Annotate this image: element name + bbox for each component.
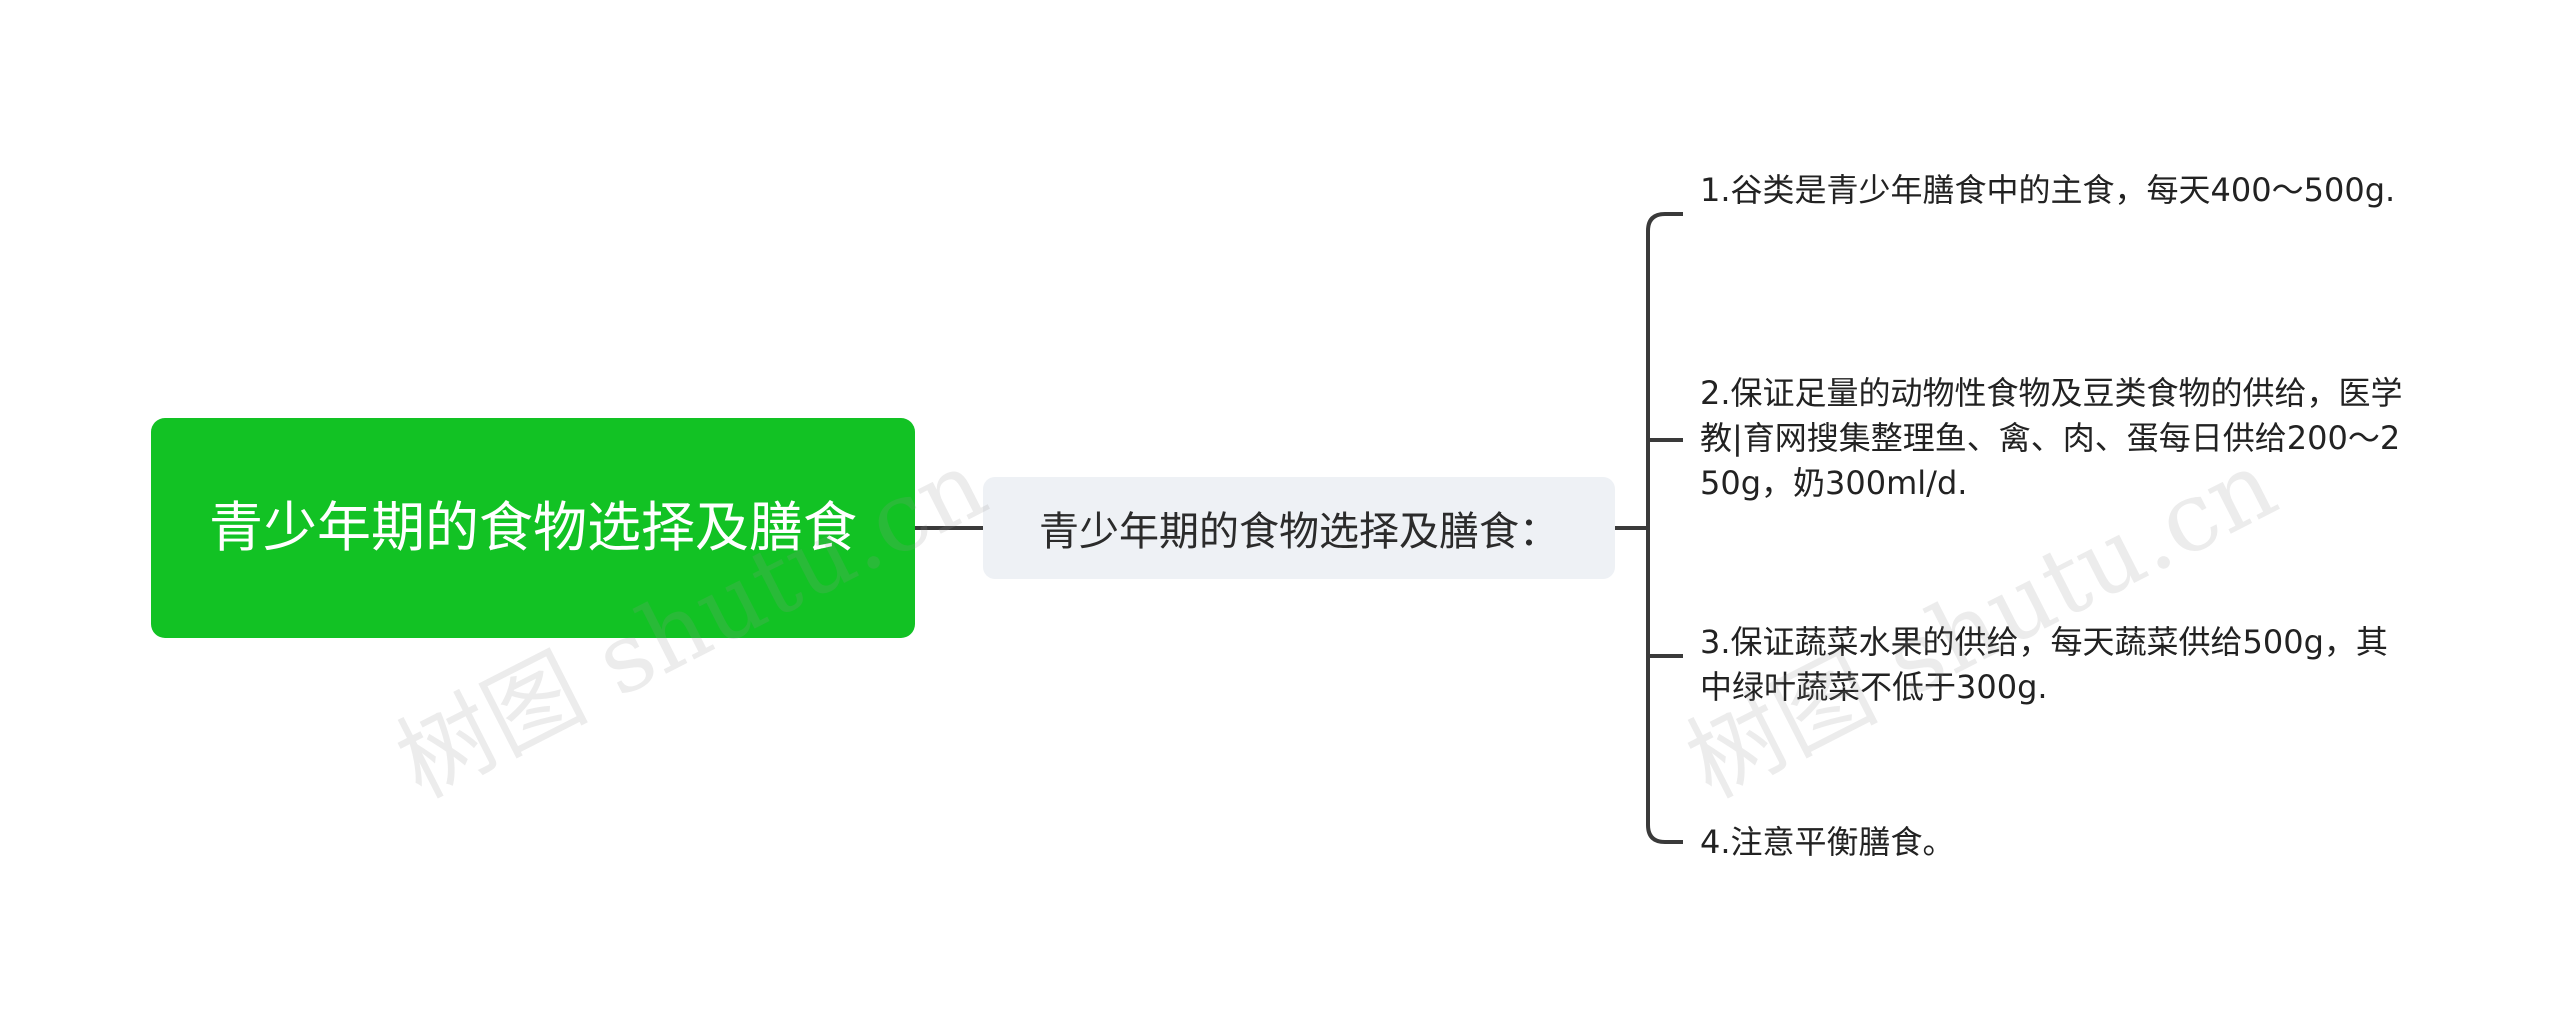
leaf-topic-2[interactable]: 2.保证足量的动物性食物及豆类食物的供给，医学教|育网搜集整理鱼、禽、肉、蛋每日… — [1700, 374, 2403, 502]
root-topic-label: 青少年期的食物选择及膳食 — [209, 496, 857, 559]
leaf-topic-3[interactable]: 3.保证蔬菜水果的供给，每天蔬菜供给500g，其中绿叶蔬菜不低于300g. — [1700, 623, 2388, 706]
leaf-topic-1[interactable]: 1.谷类是青少年膳食中的主食，每天400～500g. — [1700, 171, 2396, 209]
leaf-topic-4[interactable]: 4.注意平衡膳食。 — [1700, 823, 1955, 861]
leaf-bracket — [1646, 212, 1683, 844]
branch-topic-label: 青少年期的食物选择及膳食： — [1039, 509, 1559, 555]
branch-topic-node[interactable]: 青少年期的食物选择及膳食： — [983, 477, 1615, 579]
root-topic-node[interactable]: 青少年期的食物选择及膳食 — [151, 418, 915, 638]
